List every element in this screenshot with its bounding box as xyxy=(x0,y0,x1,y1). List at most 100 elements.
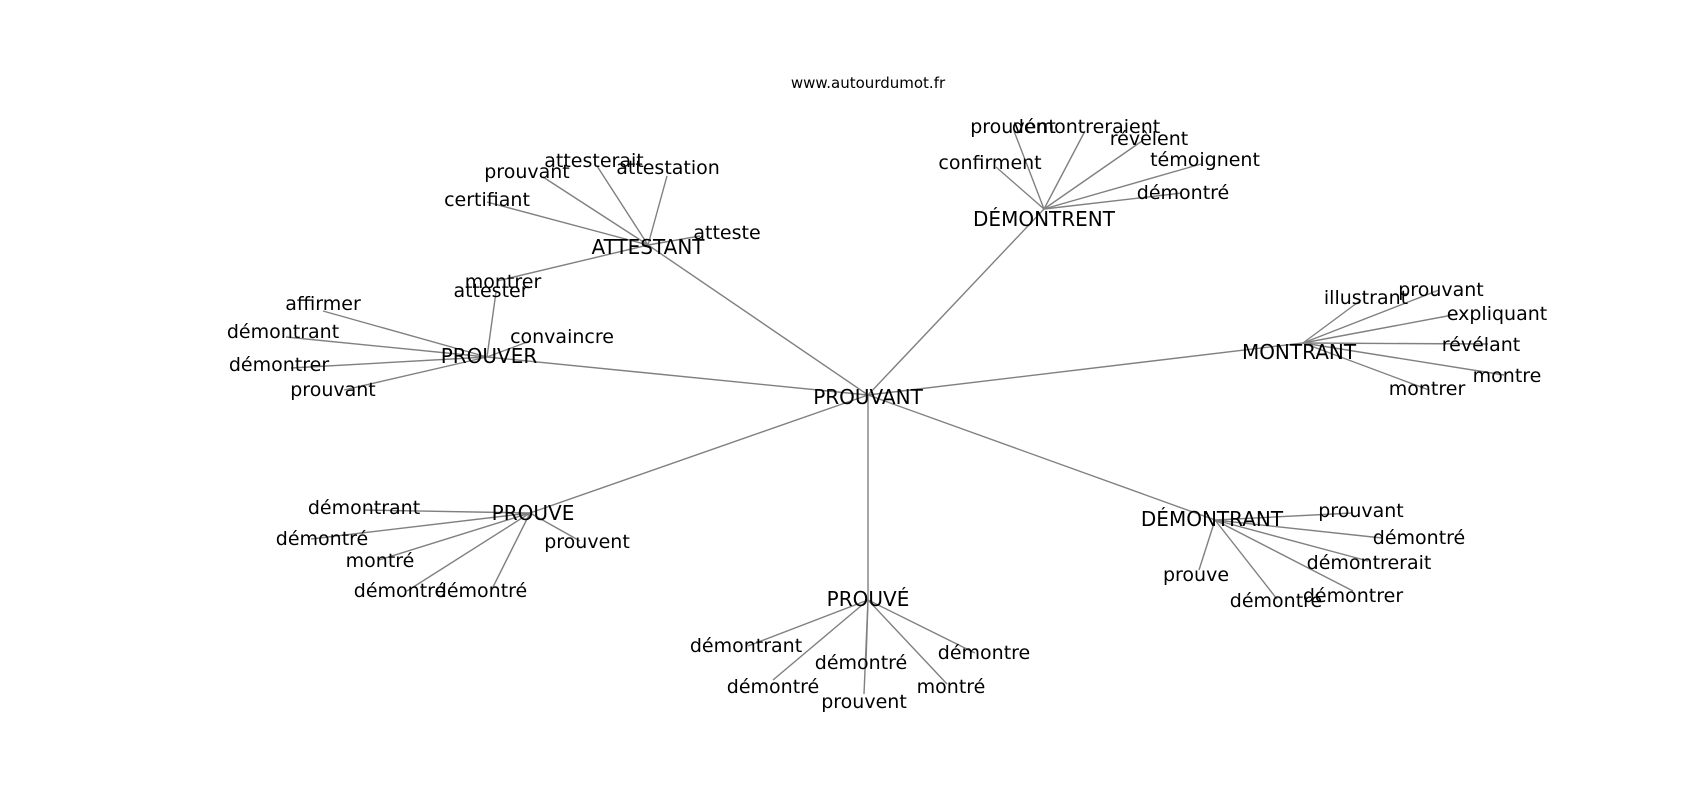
leaf-node-montrant-4: montre xyxy=(1473,365,1542,387)
leaf-node-demontrent-3: démontreraient xyxy=(1012,116,1160,138)
edge-prouve-acc-1 xyxy=(867,599,948,685)
leaf-node-demontrent-0: démontré xyxy=(1137,182,1229,204)
edge-prouver-2 xyxy=(322,310,488,358)
center-node-label: PROUVANT xyxy=(813,385,923,409)
edge-demontrant-0 xyxy=(1214,512,1354,521)
edge-prouve-acc-5 xyxy=(747,599,869,647)
leaf-node-prouve-3: montré xyxy=(346,550,415,572)
edge-center-demontrant xyxy=(867,394,1216,521)
leaf-node-montrant-5: montrer xyxy=(1389,378,1466,400)
leaf-node-montrant-0: illustrant xyxy=(1324,287,1408,309)
leaf-node-demontrant-0: prouvant xyxy=(1318,500,1404,522)
leaf-node-prouve-0: prouvent xyxy=(544,531,630,553)
edge-center-prouve xyxy=(529,394,869,514)
edge-montrant-4 xyxy=(1302,342,1505,376)
leaf-node-attestant-4: certifiant xyxy=(444,189,530,211)
edge-montrant-3 xyxy=(1302,342,1489,345)
edge-attestant-0 xyxy=(647,235,701,246)
edge-demontrent-3 xyxy=(1043,130,1086,210)
leaf-node-montrant-3: révélant xyxy=(1442,334,1520,356)
leaf-node-demontrant-3: démontrer xyxy=(1303,585,1403,607)
leaf-node-attestant-5: montrer xyxy=(465,271,542,293)
hub-node-attestant: ATTESTANT xyxy=(591,235,705,259)
hub-node-demontrent: DÉMONTRENT xyxy=(973,207,1116,231)
leaf-node-attestant-2: attesterait xyxy=(544,150,643,172)
edge-demontrant-5 xyxy=(1198,519,1216,571)
edge-attestant-4 xyxy=(486,201,649,246)
edge-prouve-5 xyxy=(363,509,531,514)
edge-prouver-0 xyxy=(486,340,531,358)
hub-node-prouver: PROUVER xyxy=(441,344,538,368)
edge-demontrant-2 xyxy=(1214,519,1369,562)
edge-demontrent-0 xyxy=(1043,192,1183,210)
edge-attestant-2 xyxy=(596,165,649,246)
leaf-node-prouve-acc-2: prouvent xyxy=(821,691,907,713)
edge-prouver-1 xyxy=(486,291,497,358)
edge-montrant-2 xyxy=(1302,313,1459,344)
leaf-node-attestant-1: attestation xyxy=(616,157,720,179)
graph-edges xyxy=(285,130,1505,695)
edge-center-attestant xyxy=(647,244,869,396)
leaf-node-prouve-acc-5: démontrant xyxy=(690,635,802,657)
edge-prouver-5 xyxy=(343,356,488,391)
leaf-node-prouver-5: prouvant xyxy=(290,379,376,401)
leaf-node-montrant-2: expliquant xyxy=(1447,303,1547,325)
leaf-node-prouve-4: démontré xyxy=(276,528,368,550)
leaf-node-demontrent-2: révèlent xyxy=(1110,128,1188,150)
leaf-node-prouve-acc-1: montré xyxy=(917,676,986,698)
leaf-node-prouve-1: démontré xyxy=(435,580,527,602)
edge-prouve-4 xyxy=(310,512,531,540)
edge-prouve-acc-4 xyxy=(772,599,869,681)
leaf-node-prouver-1: attester xyxy=(453,280,528,302)
edge-center-montrant xyxy=(867,342,1304,396)
edge-demontrant-4 xyxy=(1214,519,1278,600)
edge-prouve-2 xyxy=(406,512,531,592)
edge-prouve-0 xyxy=(529,512,581,542)
leaf-node-attestant-3: prouvant xyxy=(484,161,570,183)
edge-prouve-acc-3 xyxy=(865,599,869,663)
edge-demontrent-5 xyxy=(995,166,1045,210)
site-url: www.autourdumot.fr xyxy=(791,74,946,92)
leaf-node-prouver-2: affirmer xyxy=(285,293,361,315)
edge-attestant-5 xyxy=(496,244,649,282)
leaf-node-prouve-acc-3: démontré xyxy=(815,652,907,674)
leaf-node-prouver-3: démontrant xyxy=(227,321,339,343)
edge-montrant-5 xyxy=(1302,342,1430,391)
leaf-node-attestant-0: atteste xyxy=(693,222,760,244)
edge-demontrant-3 xyxy=(1214,519,1354,592)
leaf-node-demontrent-4: prouvent xyxy=(970,116,1056,138)
hub-node-demontrant: DÉMONTRANT xyxy=(1141,507,1284,531)
edge-attestant-1 xyxy=(647,175,668,246)
edge-montrant-0 xyxy=(1302,299,1362,344)
leaf-node-demontrant-2: démontrerait xyxy=(1307,552,1432,574)
edge-montrant-1 xyxy=(1302,289,1440,344)
edge-prouver-4 xyxy=(290,356,488,369)
edge-center-demontrent xyxy=(867,208,1045,396)
edge-demontrent-4 xyxy=(1013,130,1045,210)
edge-prouve-1 xyxy=(490,512,531,592)
leaf-node-prouve-acc-0: démontre xyxy=(938,642,1030,664)
hub-node-prouve-acc: PROUVÉ xyxy=(827,587,910,611)
hub-node-prouve: PROUVE xyxy=(492,501,575,525)
leaf-node-demontrent-5: confirment xyxy=(938,152,1041,174)
leaf-node-demontrant-4: démontré xyxy=(1230,590,1322,612)
leaf-node-prouve-5: démontrant xyxy=(308,497,420,519)
leaf-node-prouve-acc-4: démontré xyxy=(727,676,819,698)
hub-node-montrant: MONTRANT xyxy=(1242,340,1357,364)
leaf-node-demontrent-1: témoignent xyxy=(1150,149,1260,171)
edge-attestant-3 xyxy=(542,176,649,246)
edge-demontrant-1 xyxy=(1214,519,1383,539)
leaf-node-prouver-0: convaincre xyxy=(510,326,614,348)
edge-prouver-3 xyxy=(285,336,488,358)
edge-prouve-3 xyxy=(378,512,531,561)
leaf-node-demontrant-5: prouve xyxy=(1163,564,1229,586)
leaf-node-montrant-1: prouvant xyxy=(1398,279,1484,301)
edge-demontrent-1 xyxy=(1043,163,1202,210)
edge-demontrent-2 xyxy=(1043,140,1143,210)
graph-labels: PROUVANTATTESTANTattesteattestationattes… xyxy=(227,116,1547,713)
edge-prouve-acc-0 xyxy=(867,599,976,654)
leaf-node-prouve-2: démontré xyxy=(354,580,446,602)
leaf-node-demontrant-1: démontré xyxy=(1373,527,1465,549)
edge-center-prouver xyxy=(486,356,869,396)
